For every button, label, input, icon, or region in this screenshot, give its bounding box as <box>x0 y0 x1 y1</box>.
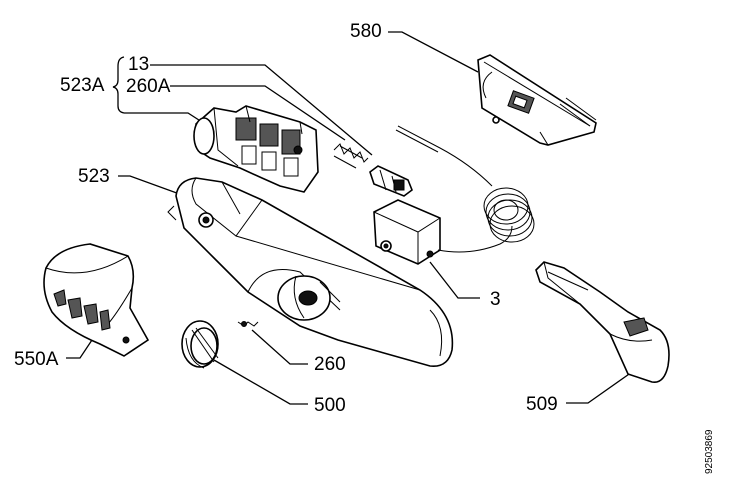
part-500-knob <box>181 320 219 369</box>
leader-580 <box>388 31 479 73</box>
label-260a: 260A <box>126 76 171 97</box>
label-550a: 550A <box>14 349 59 370</box>
label-500: 500 <box>314 395 346 416</box>
part-260a-spring <box>333 143 369 169</box>
part-260-clip <box>237 321 259 327</box>
leader-500 <box>213 359 308 405</box>
leader-3 <box>429 261 480 299</box>
part-13-pin <box>369 165 413 197</box>
leader-13 <box>150 64 373 156</box>
label-580: 580 <box>350 21 382 42</box>
part-550a-cover <box>43 243 150 357</box>
label-523: 523 <box>78 166 110 187</box>
group-brace <box>112 56 125 114</box>
label-13: 13 <box>128 54 149 75</box>
leader-260 <box>251 329 308 365</box>
part-3-thermostat <box>373 125 535 265</box>
leader-523 <box>118 175 186 197</box>
reference-number: 92503869 <box>704 429 715 474</box>
leader-260a <box>170 85 346 141</box>
leader-523a-bottom <box>124 112 203 123</box>
label-260: 260 <box>314 354 346 375</box>
label-3: 3 <box>490 289 501 310</box>
part-509-lever <box>535 261 670 383</box>
part-523-housing <box>167 177 454 367</box>
part-523a-switch-assembly <box>193 105 319 193</box>
label-509: 509 <box>526 394 558 415</box>
leader-509 <box>566 371 633 404</box>
capillary-coil <box>483 187 535 243</box>
label-523a: 523A <box>60 75 105 96</box>
part-580-plate <box>477 54 597 146</box>
